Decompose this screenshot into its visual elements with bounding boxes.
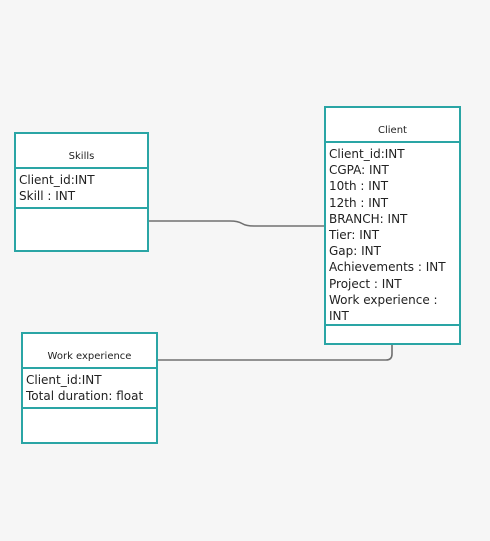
attribute: Work experience : INT — [329, 292, 438, 324]
client-attributes: Client_id:INT CGPA: INT 10th : INT 12th … — [326, 143, 459, 326]
attribute: Client_id:INT — [26, 373, 102, 387]
attribute: Project : INT — [329, 276, 402, 291]
work-experience-attributes: Client_id:INT Total duration: float — [23, 369, 156, 409]
skills-attributes: Client_id:INT Skill : INT — [16, 169, 147, 209]
attribute: Client_id:INT — [19, 173, 95, 187]
attribute: Tier: INT — [329, 228, 380, 243]
attribute: Skill : INT — [19, 189, 76, 204]
client-title: Client — [326, 108, 459, 143]
attribute: Client_id:INT — [329, 147, 405, 161]
skills-entity[interactable]: Skills Client_id:INT Skill : INT — [14, 132, 149, 252]
attribute: Total duration: float — [26, 389, 144, 404]
workexperience-client-connector — [157, 345, 393, 361]
attribute: Achievements : INT — [329, 260, 446, 275]
attribute: CGPA: INT — [329, 163, 389, 178]
attribute: Gap: INT — [329, 244, 381, 259]
work-experience-entity[interactable]: Work experience Client_id:INT Total dura… — [21, 332, 158, 444]
client-entity[interactable]: Client Client_id:INT CGPA: INT 10th : IN… — [324, 106, 461, 345]
attribute: BRANCH: INT — [329, 211, 408, 226]
attribute: 12th : INT — [329, 195, 389, 210]
attribute: 10th : INT — [329, 179, 389, 194]
skills-client-connector — [148, 220, 325, 227]
work-experience-title: Work experience — [23, 334, 156, 369]
skills-title: Skills — [16, 134, 147, 169]
